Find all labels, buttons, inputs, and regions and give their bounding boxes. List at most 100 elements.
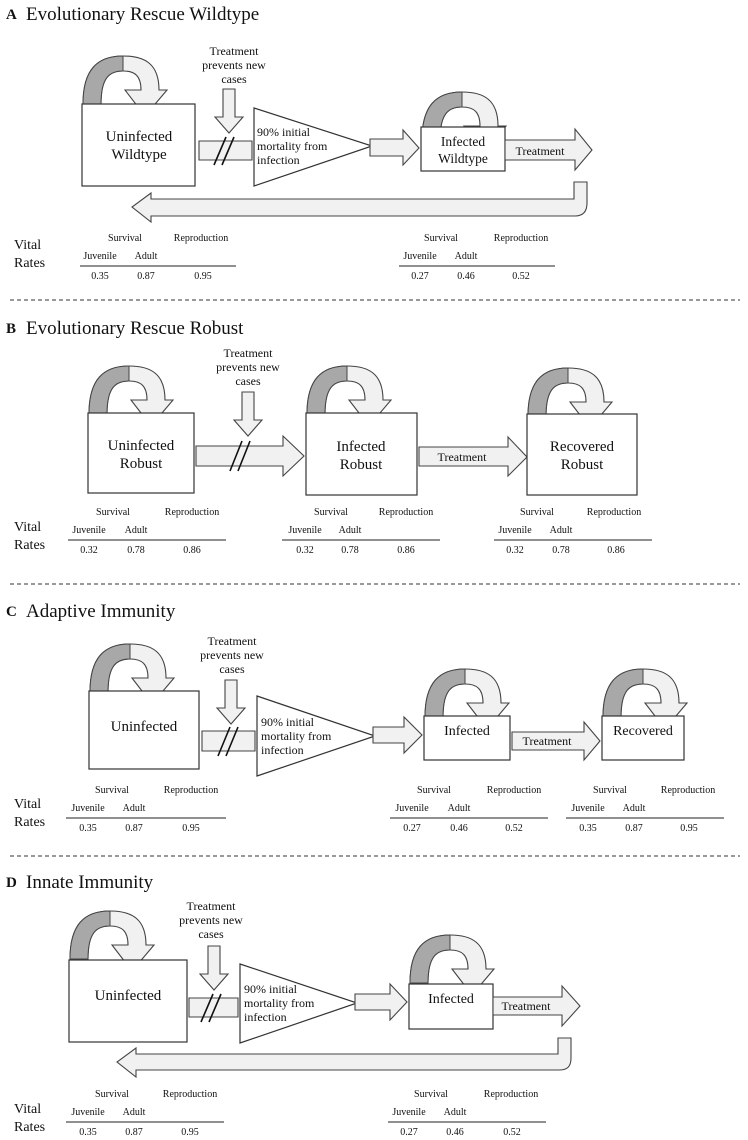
rates-survival-header: Survival (414, 1089, 448, 1100)
panel-b-rates-table-1: Survival Reproduction Juvenile Adult 0.3… (68, 507, 226, 556)
panel-d-vital-label-line2: Rates (14, 1120, 45, 1135)
panel-c-rates-table-2: Survival Reproduction Juvenile Adult 0.2… (390, 785, 548, 834)
rates-survival-header: Survival (593, 785, 627, 796)
panel-c: C Adaptive Immunity Uninfected Treatment… (6, 601, 724, 834)
rates-reproduction-header: Reproduction (661, 785, 715, 796)
panel-b-box3-line2: Robust (561, 457, 604, 473)
panel-b-box-uninfected-robust (87, 412, 195, 494)
panel-b-box1-line1: Uninfected (108, 438, 175, 454)
panel-a-mortality-line1: 90% initial (257, 125, 311, 139)
rates-adult-header: Adult (455, 251, 478, 262)
panel-a-box2-line1: Infected (441, 134, 485, 149)
rates-survival-header: Survival (417, 785, 451, 796)
panel-c-box-uninfected (88, 690, 200, 770)
panel-a-treatment-line3: cases (221, 72, 247, 86)
panel-d-rates-table-2: Survival Reproduction Juvenile Adult 0.2… (388, 1089, 546, 1138)
rates-reproduction-header: Reproduction (165, 507, 219, 518)
rates-juvenile-header: Juvenile (71, 1107, 105, 1118)
panel-a-arrow-to-infected (369, 128, 420, 167)
rates-reproduction-value: 0.95 (680, 823, 698, 834)
rates-reproduction-header: Reproduction (174, 233, 228, 244)
rates-reproduction-header: Reproduction (484, 1089, 538, 1100)
panel-d-letter: D (6, 875, 17, 891)
panel-c-treatment-line1: Treatment (208, 634, 258, 648)
panel-c-arrow-to-mortality (201, 730, 256, 752)
panel-c-vital-label-line1: Vital (14, 797, 41, 812)
rates-adult-survival-value: 0.78 (552, 545, 570, 556)
panel-d-blocked-slash-icon (200, 993, 222, 1023)
panel-a-down-arrow-icon (214, 88, 244, 134)
panel-c-box1-line1: Uninfected (111, 719, 178, 735)
panel-b-title: Evolutionary Rescue Robust (26, 318, 244, 339)
rates-reproduction-value: 0.95 (182, 823, 200, 834)
rates-adult-header: Adult (125, 525, 148, 536)
panel-a: A Evolutionary Rescue Wildtype Uninfecte… (6, 4, 593, 282)
panel-d-mortality-line3: infection (244, 1010, 287, 1024)
panel-c-treatment-arrow (511, 720, 601, 762)
panel-a-treatment-arrow-label: Treatment (516, 144, 566, 158)
rates-juvenile-header: Juvenile (392, 1107, 426, 1118)
panel-b-treatment-line2: prevents new (216, 360, 280, 374)
rates-adult-header: Adult (123, 803, 146, 814)
rates-adult-header: Adult (623, 803, 646, 814)
rates-juvenile-header: Juvenile (395, 803, 429, 814)
rates-juvenile-header: Juvenile (71, 803, 105, 814)
rates-juvenile-survival-value: 0.35 (579, 823, 597, 834)
panel-a-treatment-line2: prevents new (202, 58, 266, 72)
rates-adult-survival-value: 0.78 (127, 545, 145, 556)
panel-d-rates-table-1: Survival Reproduction Juvenile Adult 0.3… (66, 1089, 224, 1138)
panel-c-mortality-line1: 90% initial (261, 715, 315, 729)
panel-b-treatment-line3: cases (235, 374, 261, 388)
panel-a-letter: A (6, 7, 17, 23)
panel-a-title: Evolutionary Rescue Wildtype (26, 4, 259, 25)
panel-a-mortality-triangle (253, 107, 374, 187)
rates-survival-header: Survival (108, 233, 142, 244)
rates-adult-survival-value: 0.87 (625, 823, 643, 834)
panel-a-arrow-to-mortality (198, 140, 253, 161)
rates-juvenile-survival-value: 0.27 (403, 823, 421, 834)
panel-d-arrow-to-mortality (188, 997, 239, 1018)
rates-juvenile-header: Juvenile (72, 525, 106, 536)
panel-d-down-arrow-icon (199, 945, 229, 991)
rates-reproduction-value: 0.86 (607, 545, 625, 556)
rates-adult-header: Adult (444, 1107, 467, 1118)
rates-juvenile-survival-value: 0.35 (79, 1127, 97, 1138)
panel-c-mortality-triangle (256, 695, 377, 777)
rates-juvenile-survival-value: 0.35 (91, 271, 109, 282)
rates-juvenile-survival-value: 0.32 (296, 545, 314, 556)
rates-juvenile-header: Juvenile (498, 525, 532, 536)
rates-adult-survival-value: 0.87 (137, 271, 155, 282)
rates-reproduction-value: 0.52 (503, 1127, 521, 1138)
panel-b-box3-line1: Recovered (550, 439, 615, 455)
panel-b-box2-line1: Infected (336, 439, 386, 455)
panel-d-mortality-line1: 90% initial (244, 982, 298, 996)
panel-b-vital-label-line2: Rates (14, 538, 45, 553)
panel-a-mortality-line3: infection (257, 153, 300, 167)
rates-adult-survival-value: 0.87 (125, 1127, 143, 1138)
panel-b-treatment-line1: Treatment (224, 346, 274, 360)
panel-d-treatment-arrow (492, 984, 581, 1028)
rates-reproduction-value: 0.52 (512, 271, 530, 282)
rates-reproduction-header: Reproduction (163, 1089, 217, 1100)
panel-d-return-arrow (116, 1037, 572, 1079)
panel-b-box-recovered-robust (526, 413, 638, 496)
panel-a-rates-table-2: Survival Reproduction Juvenile Adult 0.2… (399, 233, 555, 282)
panel-d-vital-label-line1: Vital (14, 1102, 41, 1117)
rates-reproduction-value: 0.95 (194, 271, 212, 282)
panel-d-mortality-triangle (239, 963, 359, 1044)
panel-c-rates-table-1: Survival Reproduction Juvenile Adult 0.3… (66, 785, 226, 834)
rates-survival-header: Survival (424, 233, 458, 244)
panel-c-letter: C (6, 604, 17, 620)
panel-d-treatment-line2: prevents new (179, 913, 243, 927)
panel-d: D Innate Immunity Uninfected Treatment p… (6, 872, 581, 1138)
panel-c-title: Adaptive Immunity (26, 601, 176, 622)
panel-b-rates-table-3: Survival Reproduction Juvenile Adult 0.3… (494, 507, 652, 556)
panel-d-arrow-to-infected (354, 982, 408, 1022)
panel-a-vital-label-line2: Rates (14, 256, 45, 271)
rates-juvenile-survival-value: 0.32 (506, 545, 524, 556)
rates-reproduction-value: 0.86 (183, 545, 201, 556)
panel-b-rates-table-2: Survival Reproduction Juvenile Adult 0.3… (282, 507, 440, 556)
rates-survival-header: Survival (520, 507, 554, 518)
panel-d-treatment-line1: Treatment (187, 899, 237, 913)
panel-b-box-infected-robust (305, 412, 418, 496)
